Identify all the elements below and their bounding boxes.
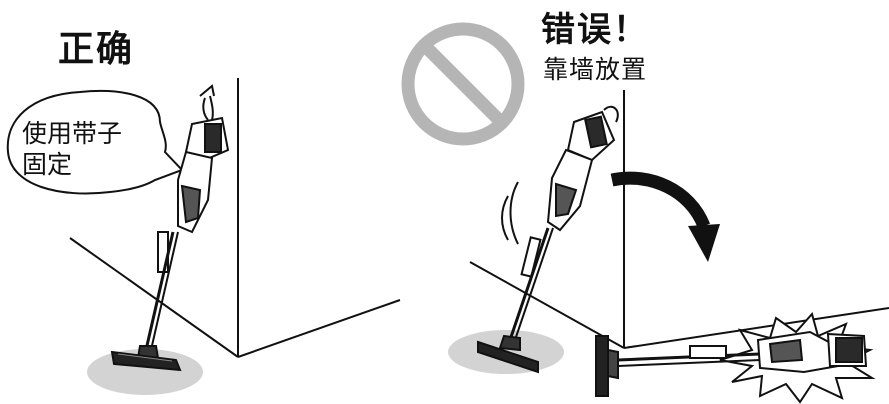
wall-corner-right [469,90,889,349]
wrong-title: 错误！ [541,10,649,50]
vacuum-fallen [595,311,876,404]
bubble-line-2: 固定 [22,150,73,179]
wall-corner-left [69,78,401,358]
prohibition-sign [401,22,525,146]
vacuum-leaning [477,105,619,374]
correct-title: 正确 [58,29,135,70]
wrong-subtitle: 靠墙放置 [543,55,648,84]
bubble-line-1: 使用带子 [22,119,123,148]
bubble-text: 使用带子 固定 [22,118,172,180]
hanging-strap [199,84,215,121]
speech-bubble [6,89,184,195]
vacuum-hanging [110,116,230,372]
falling-arrow-head [688,224,720,262]
wobble-lines [501,181,519,245]
falling-arrow-shaft [610,171,711,229]
